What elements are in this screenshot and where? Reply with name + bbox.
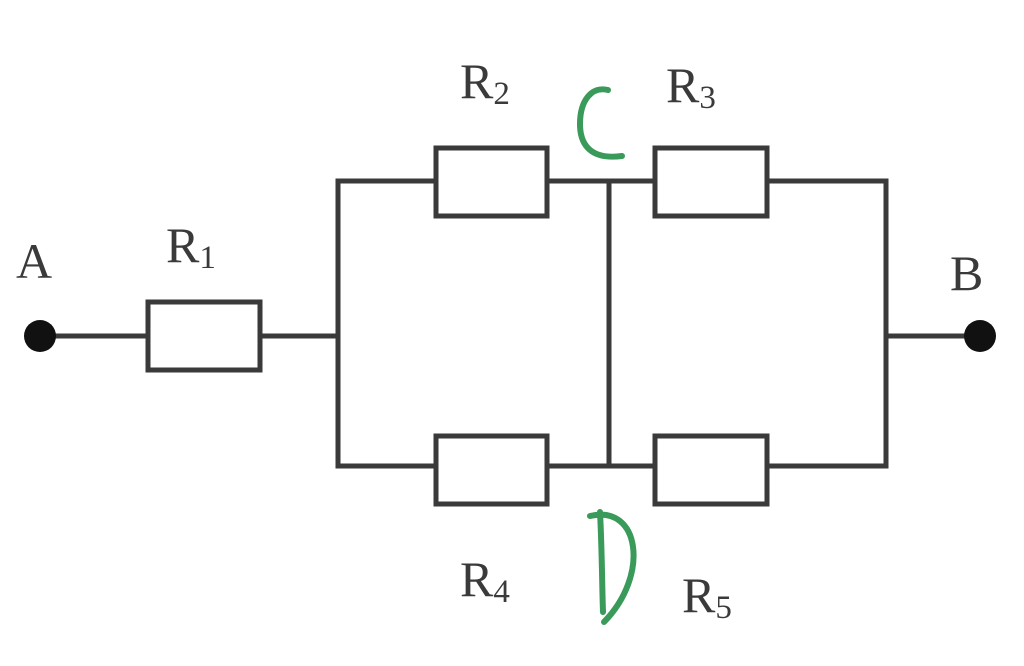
terminal-b-label: B	[950, 245, 983, 301]
terminal-a-label: A	[16, 233, 52, 289]
terminal-a-dot	[24, 320, 56, 352]
resistor-r3-symbol: R	[666, 57, 700, 113]
resistor-r3	[652, 145, 770, 219]
wires	[37, 178, 983, 469]
resistor-r4	[433, 433, 550, 507]
resistor-r4-label: R4	[460, 551, 510, 610]
resistor-r2	[433, 145, 550, 219]
resistor-r3-index: 3	[699, 80, 716, 116]
node-d-label: D	[587, 509, 637, 625]
resistor-r2-symbol: R	[460, 53, 494, 109]
node-d-handwritten-d	[587, 509, 637, 625]
resistor-r5-symbol: R	[682, 567, 716, 623]
node-c-label: C	[577, 86, 625, 160]
resistor-r1-symbol: R	[166, 217, 200, 273]
resistor-r1	[145, 299, 263, 373]
resistor-r5-index: 5	[715, 590, 732, 626]
resistor-r1-index: 1	[199, 240, 216, 276]
resistor-r5	[652, 433, 770, 507]
resistor-r2-label: R2	[460, 53, 510, 112]
resistor-r4-symbol: R	[460, 551, 494, 607]
terminal-b-dot	[964, 320, 996, 352]
node-c-handwritten-c	[577, 86, 625, 160]
resistor-r2-index: 2	[493, 76, 510, 112]
resistor-r1-label: R1	[166, 217, 216, 276]
resistor-r3-label: R3	[666, 57, 716, 116]
resistor-r5-label: R5	[682, 567, 732, 626]
resistor-r4-index: 4	[493, 574, 510, 610]
